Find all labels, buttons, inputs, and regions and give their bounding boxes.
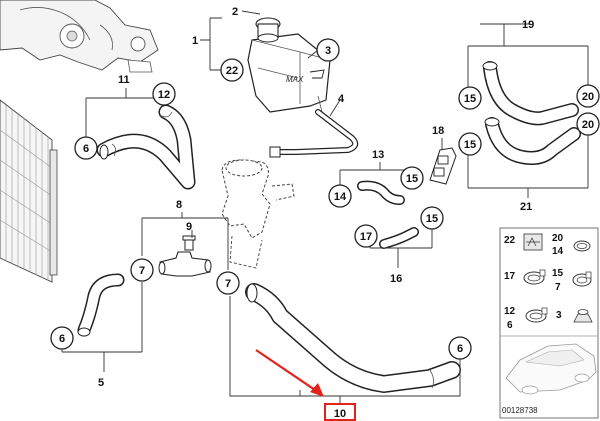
thermostat-housing <box>221 159 295 269</box>
t-piece-8 <box>158 235 212 277</box>
callout-1: 1 <box>192 35 198 47</box>
callout-20-upper: 20 <box>582 91 594 103</box>
legend-17: 17 <box>504 271 516 282</box>
hose-11 <box>96 104 196 190</box>
highlight-arrow <box>255 349 324 397</box>
legend-3: 3 <box>556 310 562 321</box>
highlighted-callout-10: 10 <box>324 403 356 421</box>
legend-15: 15 <box>552 268 564 279</box>
callout-15-mid: 15 <box>464 139 476 151</box>
callout-18: 18 <box>432 125 444 137</box>
hose-19 <box>482 61 579 126</box>
plain-callouts: 2 1 4 11 19 18 13 21 8 9 16 5 <box>98 6 534 389</box>
circled-callouts: 22 3 12 6 15 20 15 20 14 15 15 17 7 7 6 … <box>50 38 600 360</box>
hose-10 <box>245 283 461 393</box>
legend-20: 20 <box>552 233 564 244</box>
callout-4: 4 <box>338 93 345 105</box>
callout-19: 19 <box>522 19 534 31</box>
expansion-tank: MAX <box>247 17 331 113</box>
callout-22: 22 <box>226 65 238 77</box>
radiator <box>0 99 58 283</box>
callout-6-right: 6 <box>457 343 463 355</box>
legend-panel: 22 20 14 17 15 7 12 6 3 00128738 <box>499 227 599 419</box>
legend-12: 12 <box>504 306 516 317</box>
callout-11: 11 <box>118 74 130 86</box>
legend-7: 7 <box>555 282 561 293</box>
callout-8: 8 <box>176 199 182 211</box>
hose-21 <box>484 117 581 165</box>
callout-15-center: 15 <box>406 173 418 185</box>
legend-6: 6 <box>507 320 513 331</box>
hose-17 <box>379 227 419 249</box>
connector-18 <box>429 147 457 185</box>
callout-9: 9 <box>186 221 192 233</box>
callout-6-lower-left: 6 <box>59 333 65 345</box>
callout-15-lower: 15 <box>426 213 438 225</box>
callout-7-center: 7 <box>225 278 231 290</box>
callout-16: 16 <box>390 273 402 285</box>
tank-max-label: MAX <box>286 75 304 84</box>
callout-20-lower: 20 <box>582 119 594 131</box>
hose-14 <box>357 180 405 205</box>
callout-21: 21 <box>520 201 532 213</box>
bleed-hose <box>269 109 359 158</box>
callout-3: 3 <box>325 45 331 57</box>
water-pump <box>0 0 159 73</box>
callout-5: 5 <box>98 377 104 389</box>
callout-6-upper: 6 <box>83 143 89 155</box>
callout-12: 12 <box>158 89 170 101</box>
callout-15-upper: 15 <box>464 93 476 105</box>
legend-14: 14 <box>552 246 564 257</box>
legend-22: 22 <box>504 235 516 246</box>
callout-10: 10 <box>334 408 346 420</box>
callout-7-left: 7 <box>139 265 145 277</box>
callout-2: 2 <box>232 6 238 18</box>
callout-14: 14 <box>334 191 347 203</box>
car-silhouette <box>505 343 597 395</box>
callout-13: 13 <box>372 149 384 161</box>
hose-5 <box>77 273 125 337</box>
reference-number: 00128738 <box>502 406 538 415</box>
callout-17: 17 <box>360 231 372 243</box>
